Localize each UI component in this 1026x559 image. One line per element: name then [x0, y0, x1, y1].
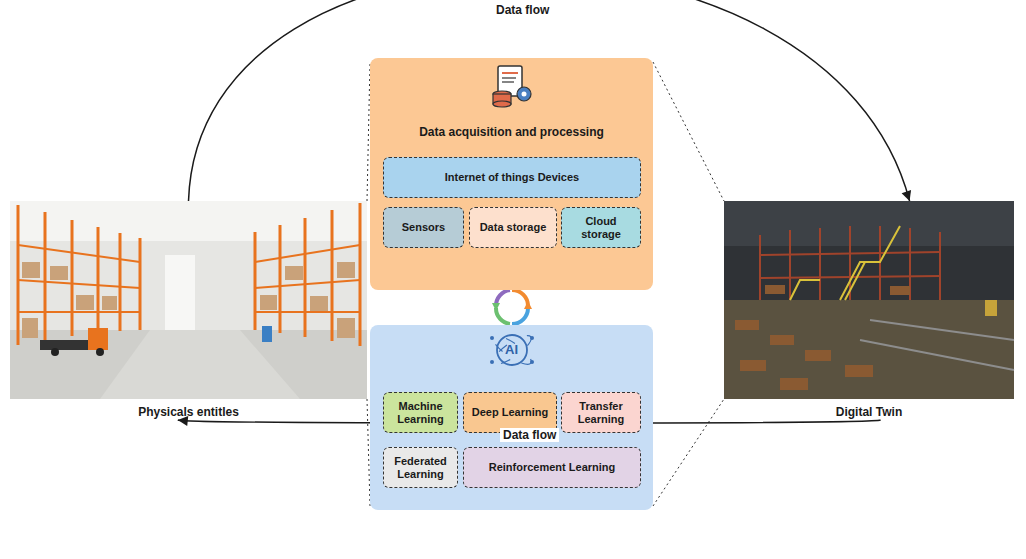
method-box: Reinforcement Learning [463, 447, 641, 488]
warehouse-photo [10, 201, 367, 399]
process-box: Sensors [383, 207, 464, 248]
process-box: Internet of things Devices [383, 157, 641, 198]
edge-label: Data flow [500, 428, 559, 442]
document-icon [490, 64, 534, 114]
data-panel: Data acquisition and processingInternet … [370, 58, 653, 290]
method-box: Federated Learning [383, 447, 458, 488]
box-label: Machine Learning [388, 400, 453, 426]
ai-panel: AI Machine Learning Deep Learning Transfer … [370, 325, 653, 510]
method-box: Machine Learning [383, 392, 458, 433]
image-caption: Physicals entitles [10, 405, 367, 420]
box-label: Cloud storage [566, 215, 636, 241]
box-label: Reinforcement Learning [489, 461, 616, 474]
image-caption: Digital Twin [724, 405, 1014, 420]
process-box: Cloud storage [561, 207, 641, 248]
method-box: Deep Learning [463, 392, 557, 433]
box-label: Transfer Learning [566, 400, 636, 426]
box-label: Federated Learning [388, 455, 453, 481]
cycle-icon [492, 290, 532, 324]
method-box: Transfer Learning [561, 392, 641, 433]
box-label: Deep Learning [472, 406, 548, 419]
digital-twin-render [724, 201, 1014, 399]
physical-entity: Physicals entitles [10, 201, 367, 420]
process-box: Data storage [469, 207, 557, 248]
box-label: Data storage [480, 221, 547, 234]
edge-label: Data flow [493, 3, 552, 17]
box-label: Sensors [402, 221, 445, 234]
panel-title: Data acquisition and processing [370, 125, 653, 140]
digital-twin: Digital Twin [724, 201, 1014, 420]
box-label: Internet of things Devices [445, 171, 579, 184]
ai-icon-text: AI [370, 342, 653, 358]
arrow-head [902, 190, 911, 201]
